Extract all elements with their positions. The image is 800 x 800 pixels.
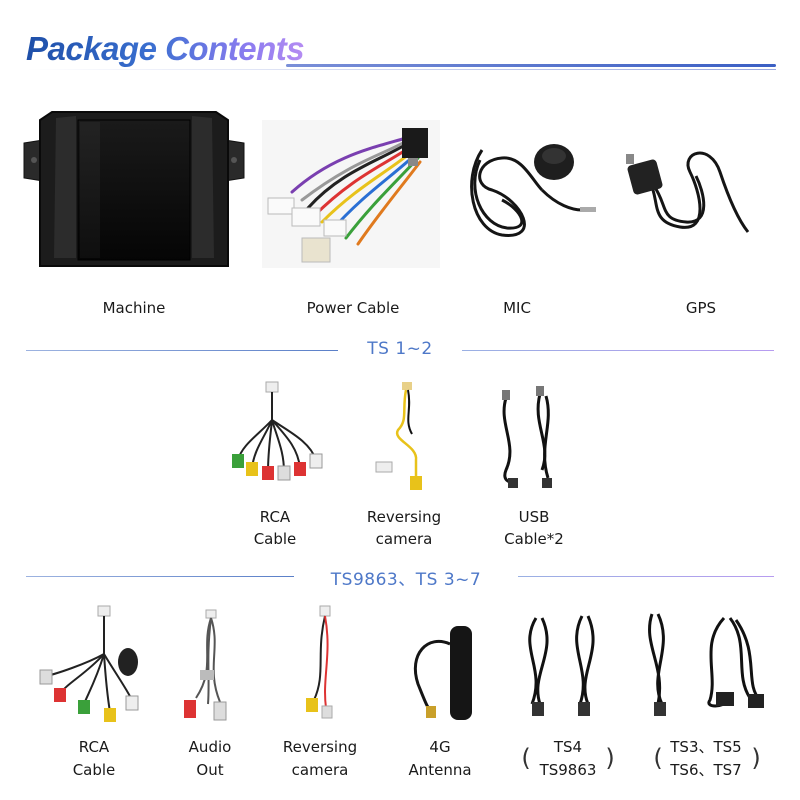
section-heading-ts12: TS 1~2 [367, 339, 433, 359]
reversing-camera-label-2: camera [375, 530, 433, 548]
4g-antenna-label-2: Antenna [408, 761, 472, 779]
mic-label: MIC [503, 299, 531, 317]
section-divider-right-2 [518, 576, 774, 577]
audio-out-label-1: Audio [188, 738, 232, 756]
audio-out-image [184, 609, 227, 721]
reversing-camera-image [375, 382, 422, 490]
rca-cable-label-4: Cable [72, 761, 116, 779]
ts4-cable-image [528, 615, 595, 716]
rca-cable-label-2: Cable [253, 530, 297, 548]
bracket-open-2: ( [653, 744, 663, 772]
bracket-close-1: ) [605, 744, 615, 772]
section-divider-left [26, 350, 338, 351]
machine-label: Machine [102, 299, 166, 317]
page-title: Package Contents [26, 30, 305, 67]
section-heading-ts37: TS9863、TS 3~7 [330, 570, 482, 590]
rca-cable-label-1: RCA [259, 508, 291, 526]
bracket-close-2: ) [751, 744, 761, 772]
title-underline [286, 64, 776, 67]
4g-antenna-image [413, 626, 472, 720]
ts3-cable-image [648, 613, 764, 716]
machine-image [23, 111, 245, 267]
power-cable-image [262, 120, 440, 268]
usb-cable-image [502, 386, 552, 488]
rca-cable-label-3: RCA [78, 738, 110, 756]
reversing-camera-label-1: Reversing [366, 508, 442, 526]
gps-image [626, 151, 750, 233]
4g-antenna-label-1: 4G [429, 738, 451, 756]
usb-cable-label-1: USB [518, 508, 550, 526]
power-cable-label: Power Cable [306, 299, 400, 317]
rca-cable-image [232, 381, 323, 481]
rca-cable-image-2 [39, 605, 139, 722]
reversing-camera-image-2 [306, 605, 333, 719]
ts4-label-2: TS9863 [539, 761, 597, 779]
title-underline-fade [26, 69, 776, 70]
section-divider-left-2 [26, 576, 294, 577]
reversing-camera-label-4: camera [291, 761, 349, 779]
reversing-camera-label-3: Reversing [282, 738, 358, 756]
audio-out-label-2: Out [196, 761, 224, 779]
ts4-label-1: TS4 [553, 738, 583, 756]
mic-image [470, 144, 596, 237]
ts3-label-2: TS6、TS7 [670, 761, 742, 779]
ts3-label-1: TS3、TS5 [670, 738, 742, 756]
gps-label: GPS [685, 299, 717, 317]
section-divider-right [462, 350, 774, 351]
bracket-open-1: ( [521, 744, 531, 772]
usb-cable-label-2: Cable*2 [504, 530, 564, 548]
